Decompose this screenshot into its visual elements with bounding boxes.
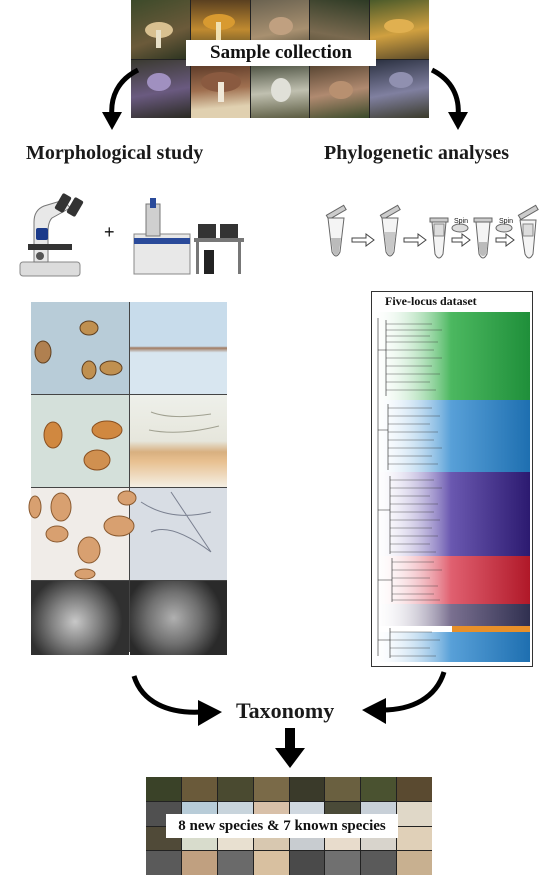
thumbnail bbox=[217, 777, 253, 801]
thumbnail bbox=[181, 851, 217, 875]
thumbnail bbox=[289, 777, 325, 801]
cuticle-micrograph bbox=[129, 395, 227, 487]
morphological-study-title: Morphological study bbox=[26, 142, 204, 164]
down-arrow-icon bbox=[275, 728, 305, 768]
five-locus-dataset-title: Five-locus dataset bbox=[385, 294, 477, 308]
spore-shapes bbox=[28, 320, 220, 580]
thumbnail bbox=[146, 777, 181, 801]
thumbnail bbox=[397, 851, 432, 875]
plus-sign: + bbox=[104, 222, 115, 242]
thumbnail bbox=[289, 851, 325, 875]
thumbnail bbox=[253, 777, 289, 801]
thumbnail bbox=[361, 851, 397, 875]
thumbnail bbox=[361, 777, 397, 801]
curved-arrow-to-taxonomy-left-icon bbox=[131, 675, 222, 726]
phylogenetic-tree-panel: Five-locus dataset bbox=[371, 291, 533, 667]
dna-extraction-workflow bbox=[325, 204, 539, 259]
result-label: 8 new species & 7 known species bbox=[166, 814, 398, 838]
thumbnail bbox=[181, 777, 217, 801]
mushroom-shapes bbox=[145, 14, 414, 102]
sem-spore-image bbox=[31, 581, 129, 655]
phylogenetic-analyses-title: Phylogenetic analyses bbox=[324, 142, 509, 164]
thumbnail bbox=[146, 851, 181, 875]
taxonomy-title: Taxonomy bbox=[236, 698, 335, 723]
curved-arrow-right-icon bbox=[430, 67, 468, 130]
cuticle-micrograph bbox=[129, 302, 227, 394]
sem-spore-image bbox=[129, 581, 227, 655]
thumbnail bbox=[397, 801, 432, 826]
curved-arrow-to-taxonomy-right-icon bbox=[362, 671, 447, 724]
thumbnail bbox=[253, 851, 289, 875]
mushroom-photo bbox=[370, 59, 429, 118]
curved-arrow-left-icon bbox=[102, 67, 140, 130]
phylogenetic-tree bbox=[372, 312, 530, 662]
thumbnail bbox=[397, 826, 432, 851]
spin-label: Spin bbox=[499, 218, 514, 225]
thumbnail bbox=[217, 851, 253, 875]
microscope-icon bbox=[19, 193, 84, 277]
thumbnail bbox=[325, 851, 361, 875]
sem-instrument-icon bbox=[133, 198, 244, 275]
spin-label: Spin bbox=[454, 218, 469, 225]
sample-collection-label: Sample collection bbox=[186, 40, 376, 66]
thumbnail bbox=[397, 777, 432, 801]
thumbnail bbox=[325, 777, 361, 801]
